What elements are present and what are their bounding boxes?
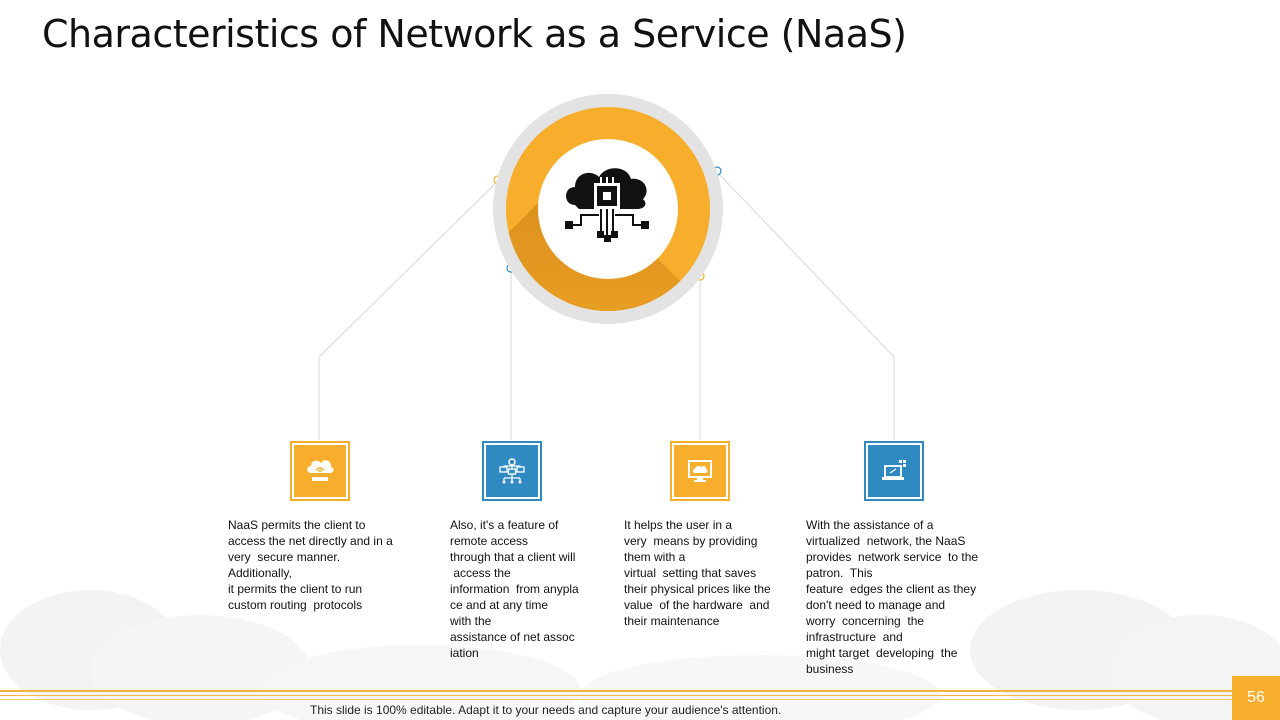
- footer-note: This slide is 100% editable. Adapt it to…: [310, 703, 782, 717]
- network-hierarchy-icon: [499, 458, 525, 484]
- feature-3-description: It helps the user in a very means by pro…: [624, 518, 771, 628]
- footer-rule: [0, 690, 1240, 702]
- feature-3-badge: [670, 441, 730, 501]
- feature-1-badge: [290, 441, 350, 501]
- feature-2-description: Also, it's a feature of remote access th…: [450, 518, 579, 660]
- slide-title: Characteristics of Network as a Service …: [42, 12, 907, 56]
- cloud-chip-network-icon: [565, 168, 649, 242]
- page-number: 56: [1232, 676, 1280, 720]
- feature-4-description: With the assistance of a virtualized net…: [806, 518, 979, 676]
- feature-1-description: NaaS permits the client to access the ne…: [228, 518, 393, 612]
- cloud-wifi-router-icon: [307, 460, 334, 481]
- feature-4-badge: [864, 441, 924, 501]
- laptop-network-icon: [882, 460, 906, 480]
- monitor-cloud-icon: [688, 460, 712, 482]
- feature-2-badge: [482, 441, 542, 501]
